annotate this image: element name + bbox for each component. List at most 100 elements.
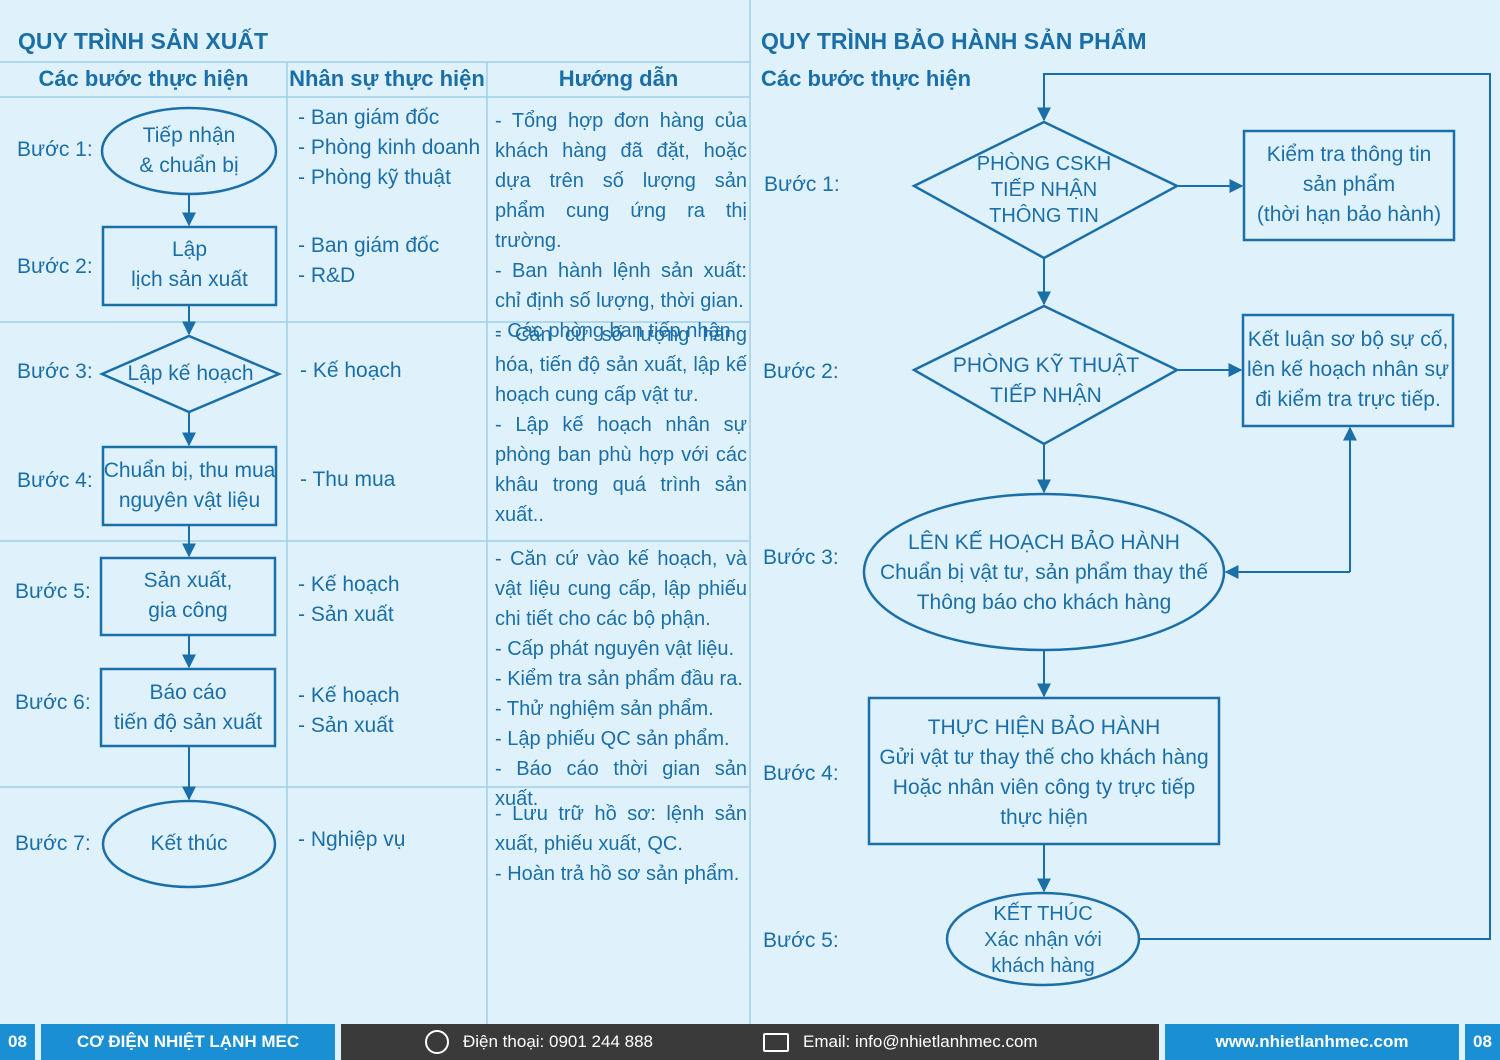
- prod-step-label-7: Bước 7:: [15, 832, 91, 855]
- staff-item: - Kế hoạch: [300, 359, 402, 382]
- footer-phone-group: Điện thoại: 0901 244 888: [425, 1030, 653, 1054]
- guide-item: - Các phòng ban tiếp nhận: [495, 320, 731, 342]
- prod-step3-text-line: Lập kế hoạch: [127, 362, 254, 385]
- side-box-1-line: Kiểm tra thông tin: [1266, 143, 1432, 166]
- footer-email[interactable]: Email: info@nhietlanhmec.com: [803, 1032, 1038, 1051]
- guide-cell-1: - Tổng hợp đơn hàng của khách hàng đã đặ…: [495, 106, 747, 346]
- staff-item: - Sản xuất: [298, 714, 394, 737]
- guide-cell-4: - Lưu trữ hồ sơ: lệnh sản xuất, phiếu xu…: [495, 799, 747, 889]
- production-table-grid: [0, 0, 751, 1024]
- warranty-step2-text-line: PHÒNG KỸ THUẬT: [952, 354, 1140, 377]
- mail-icon: [763, 1032, 789, 1052]
- prod-step4-text-line: Chuẩn bị, thu mua: [103, 459, 276, 482]
- prod-step6-text-line: Báo cáo: [149, 681, 227, 704]
- guide-cell-2: - Căn cứ số lượng hàng hóa, tiến độ sản …: [495, 320, 747, 530]
- col-head-staff: Nhân sự thực hiện: [289, 66, 485, 91]
- warranty-step-label-3: Bước 3:: [763, 546, 839, 569]
- staff-item: - Phòng kinh doanh: [298, 136, 481, 159]
- prod-step5-text-line: gia công: [148, 599, 228, 622]
- page-number-left: 08: [0, 1024, 35, 1060]
- guide-item: - Ban hành lệnh sản xuất: chỉ định số lư…: [495, 260, 747, 312]
- staff-cell-1: - Ban giám đốc - Phòng kinh doanh - Phòn…: [298, 103, 480, 193]
- warranty-title: QUY TRÌNH BẢO HÀNH SẢN PHẨM: [761, 28, 1147, 54]
- guide-item: - Cấp phát nguyên vật liệu.: [495, 638, 735, 660]
- footer-brand: CƠ ĐIỆN NHIỆT LẠNH MEC: [41, 1024, 335, 1060]
- staff-cell-7: - Nghiệp vụ: [298, 825, 405, 855]
- warranty-step1-text-line: TIẾP NHẬN: [990, 179, 1098, 201]
- warranty-step4-text-line: THỰC HIỆN BẢO HÀNH: [927, 716, 1161, 739]
- staff-cell-2: - Ban giám đốc - R&D: [298, 231, 439, 291]
- warranty-step4-text-line: Gửi vật tư thay thế cho khách hàng: [879, 746, 1209, 769]
- warranty-step5-text-line: KẾT THÚC: [993, 903, 1093, 925]
- warranty-step5-text-line: Xác nhận với: [984, 929, 1102, 951]
- warranty-step5-text-line: khách hàng: [991, 955, 1095, 977]
- staff-item: - Ban giám đốc: [298, 234, 440, 257]
- warranty-step3-text: LÊN KẾ HOẠCH BẢO HÀNH Chuẩn bị vật tư, s…: [866, 527, 1222, 619]
- prod-step7-ellipse: [101, 799, 277, 889]
- prod-step-label-2: Bước 2:: [17, 255, 93, 278]
- warranty-step1-text-line: PHÒNG CSKH: [976, 153, 1112, 175]
- staff-item: - R&D: [298, 264, 356, 287]
- prod-step2-text-line: Lập: [171, 238, 208, 261]
- prod-step-label-1: Bước 1:: [17, 138, 93, 161]
- side-box-1-line: (thời hạn bảo hành): [1256, 203, 1442, 226]
- prod-step2-text: Lập lịch sản xuất: [103, 234, 276, 296]
- prod-step7-text: Kết thúc: [103, 828, 275, 860]
- guide-cell-3: - Căn cứ vào kế hoạch, và vật liệu cung …: [495, 544, 747, 814]
- prod-step6-text: Báo cáo tiến độ sản xuất: [101, 677, 275, 739]
- guide-item: - Lập phiếu QC sản phẩm.: [495, 728, 730, 750]
- warranty-step3-text-line: LÊN KẾ HOẠCH BẢO HÀNH: [908, 531, 1180, 554]
- warranty-subtitle: Các bước thực hiện: [761, 66, 972, 91]
- prod-step4-text: Chuẩn bị, thu mua nguyên vật liệu: [103, 455, 276, 517]
- warranty-step5-text: KẾT THÚC Xác nhận với khách hàng: [950, 900, 1136, 980]
- guide-item: - Lưu trữ hồ sơ: lệnh sản xuất, phiếu xu…: [495, 803, 747, 855]
- col-head-guide: Hướng dẫn: [558, 66, 679, 91]
- warranty-step1-text: PHÒNG CSKH TIẾP NHẬN THÔNG TIN: [934, 150, 1154, 230]
- footer-phone[interactable]: Điện thoại: 0901 244 888: [463, 1032, 653, 1051]
- staff-item: - Kế hoạch: [298, 573, 400, 596]
- staff-item: - Phòng kỹ thuật: [298, 166, 451, 189]
- prod-step6-text-line: tiến độ sản xuất: [113, 711, 263, 734]
- staff-cell-6: - Kế hoạch - Sản xuất: [298, 681, 400, 741]
- warranty-side-box-1: [1242, 129, 1456, 242]
- footer-website[interactable]: www.nhietlanhmec.com: [1165, 1024, 1459, 1060]
- warranty-step4-text-line: Hoặc nhân viên công ty trực tiếp: [892, 776, 1196, 799]
- staff-cell-3: - Kế hoạch: [300, 356, 402, 386]
- warranty-side-box-1-text: Kiểm tra thông tin sản phẩm (thời hạn bả…: [1245, 139, 1453, 231]
- guide-item: - Căn cứ vào kế hoạch, và vật liệu cung …: [495, 548, 747, 630]
- footer-bar: 08 CƠ ĐIỆN NHIỆT LẠNH MEC Điện thoại: 09…: [0, 1024, 1500, 1060]
- prod-step-label-3: Bước 3:: [17, 360, 93, 383]
- warranty-step2-text: PHÒNG KỸ THUẬT TIẾP NHẬN: [934, 350, 1158, 412]
- prod-step3-text: Lập kế hoạch: [102, 358, 279, 390]
- guide-item: - Tổng hợp đơn hàng của khách hàng đã đặ…: [495, 110, 747, 252]
- warranty-side-box-2: [1241, 313, 1455, 428]
- warranty-step3-text-line: Thông báo cho khách hàng: [916, 591, 1172, 614]
- staff-cell-4: - Thu mua: [300, 465, 395, 495]
- diagram-canvas: [0, 0, 1491, 1024]
- page-number-right: 08: [1465, 1024, 1500, 1060]
- staff-item: - Kế hoạch: [298, 684, 400, 707]
- prod-step7-text-line: Kết thúc: [150, 832, 228, 855]
- prod-step5-text: Sản xuất, gia công: [101, 565, 275, 627]
- side-box-2-line: đi kiểm tra trực tiếp.: [1255, 388, 1441, 411]
- warranty-side-box-2-text: Kết luận sơ bộ sự cố, lên kế hoạch nhân …: [1244, 324, 1452, 416]
- prod-step-label-4: Bước 4:: [17, 469, 93, 492]
- guide-item: - Kiểm tra sản phẩm đầu ra.: [495, 668, 743, 690]
- warranty-step-label-2: Bước 2:: [763, 360, 839, 383]
- staff-item: - Nghiệp vụ: [298, 828, 406, 851]
- warranty-step2-text-line: TIẾP NHẬN: [990, 384, 1102, 407]
- warranty-step3-text-line: Chuẩn bị vật tư, sản phẩm thay thế: [879, 561, 1209, 584]
- staff-item: - Thu mua: [300, 468, 396, 491]
- side-box-2-line: Kết luận sơ bộ sự cố,: [1247, 328, 1449, 351]
- warranty-step4-text-line: thực hiện: [1000, 806, 1088, 829]
- phone-icon: [425, 1030, 449, 1054]
- guide-item: - Hoàn trả hồ sơ sản phẩm.: [495, 863, 740, 885]
- prod-step1-text: Tiếp nhận & chuẩn bị: [102, 120, 276, 182]
- guide-item: - Lập kế hoạch nhân sự phòng ban phù hợp…: [495, 414, 747, 526]
- prod-step2-text-line: lịch sản xuất: [131, 268, 248, 291]
- production-title: QUY TRÌNH SẢN XUẤT: [18, 28, 269, 54]
- side-box-1-line: sản phẩm: [1302, 173, 1396, 196]
- col-head-steps: Các bước thực hiện: [38, 66, 249, 91]
- prod-step-label-6: Bước 6:: [15, 691, 91, 714]
- warranty-step-label-5: Bước 5:: [763, 929, 839, 952]
